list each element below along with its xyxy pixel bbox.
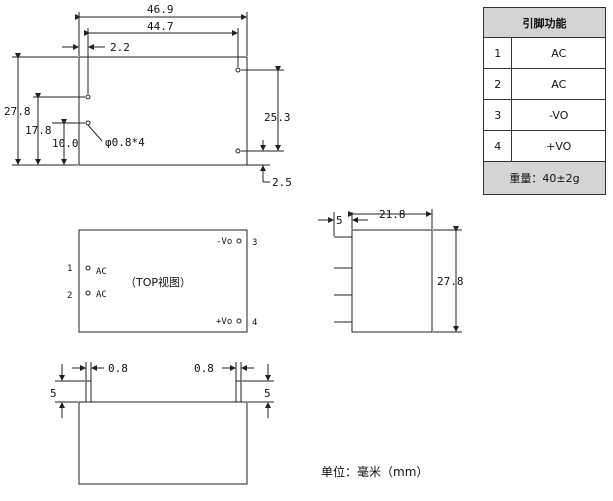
dim-bottom-pin-width-left: 0.8 bbox=[108, 362, 128, 375]
table-row: 2 AC bbox=[482, 68, 606, 100]
side-view-body bbox=[351, 229, 433, 333]
dim-width-total: 46.9 bbox=[147, 3, 174, 16]
pin-hole bbox=[85, 265, 91, 271]
dim-pin-diameter: φ0.8*4 bbox=[105, 136, 145, 149]
pin-label-2: AC bbox=[96, 290, 107, 300]
pin-stub bbox=[85, 380, 92, 403]
pin-number-2: 2 bbox=[67, 291, 72, 301]
pin-function-table: 引脚功能 1 AC 2 AC 3 -VO 4 +VO 重量：40±2g bbox=[482, 7, 606, 195]
table-row: 4 +VO bbox=[482, 130, 606, 162]
table-row: 3 -VO bbox=[482, 99, 606, 131]
pin-table-function: AC bbox=[511, 37, 606, 69]
dim-pin-offset: 2.2 bbox=[110, 41, 130, 54]
pin-hole bbox=[236, 318, 242, 324]
dim-side-depth: 21.8 bbox=[379, 208, 406, 221]
pin-table-function: -VO bbox=[511, 99, 606, 131]
pin-hole bbox=[85, 120, 91, 126]
dim-bottom-pin-length-right: 5 bbox=[264, 387, 271, 400]
top-view-body bbox=[78, 56, 248, 166]
unit-note: 单位：毫米（mm） bbox=[321, 464, 428, 479]
pin-table-pin: 4 bbox=[482, 130, 513, 162]
pin-label-1: AC bbox=[96, 267, 107, 277]
pin-label-3: -Vo bbox=[216, 237, 232, 247]
dim-bottom-pin-length-left: 5 bbox=[50, 387, 57, 400]
dim-pin-height-1: 17.8 bbox=[25, 124, 52, 137]
pin-number-3: 3 bbox=[252, 238, 257, 248]
pin-table-pin: 3 bbox=[482, 99, 513, 131]
pin-table-pin: 1 bbox=[482, 37, 513, 69]
dim-pin-span: 44.7 bbox=[147, 20, 174, 33]
pin-table-pin: 2 bbox=[482, 68, 513, 100]
pin-hole bbox=[235, 148, 241, 154]
pin-number-4: 4 bbox=[252, 318, 257, 328]
dim-right-offset: 2.5 bbox=[272, 176, 292, 189]
pinout-view-body bbox=[78, 229, 248, 333]
bottom-view-body bbox=[78, 401, 248, 485]
weight-note: 重量：40±2g bbox=[483, 161, 606, 195]
dim-side-height: 27.8 bbox=[437, 275, 464, 288]
dim-side-pin-length: 5 bbox=[336, 214, 343, 227]
pin-hole bbox=[85, 290, 91, 296]
pin-hole bbox=[235, 67, 241, 73]
pin-label-4: +Vo bbox=[216, 317, 232, 327]
dim-height-total: 27.8 bbox=[4, 105, 31, 118]
pin-table-function: +VO bbox=[511, 130, 606, 162]
pin-table-function: AC bbox=[511, 68, 606, 100]
pin-number-1: 1 bbox=[67, 264, 72, 274]
pin-view-title: （TOP视图） bbox=[125, 275, 191, 289]
table-row: 1 AC bbox=[482, 37, 606, 69]
pin-table-header: 引脚功能 bbox=[483, 7, 606, 38]
pin-stub bbox=[235, 380, 242, 403]
dim-bottom-pin-width-right: 0.8 bbox=[194, 362, 214, 375]
pin-hole bbox=[85, 94, 91, 100]
dim-right-span: 25.3 bbox=[264, 111, 291, 124]
pin-hole bbox=[236, 238, 242, 244]
dim-pin-height-2: 10.0 bbox=[52, 137, 79, 150]
